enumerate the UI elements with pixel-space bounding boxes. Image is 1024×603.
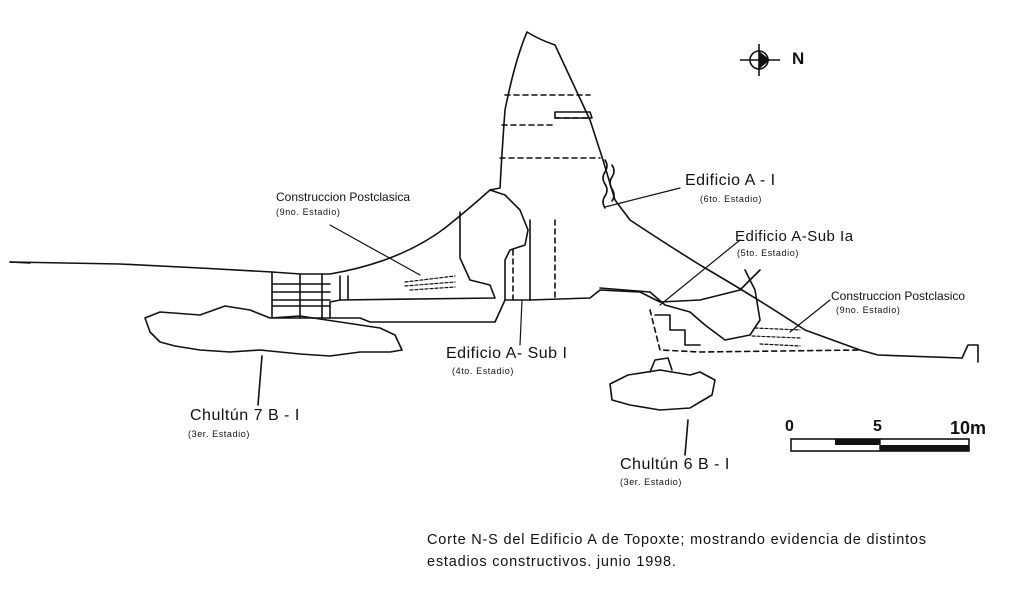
ground-left (9, 261, 31, 264)
stage-edificio-sub1a: (5to. Estadio) (737, 248, 799, 258)
leader-construccion-left (329, 224, 421, 276)
chultun6-neck (649, 357, 673, 373)
label-construccion-left: Construccion Postclasica (276, 190, 411, 204)
stage-chultun6: (3er. Estadio) (620, 477, 682, 487)
wavy-wall (602, 159, 608, 209)
hatch-2 (751, 327, 801, 347)
north-label: N (792, 49, 805, 68)
left-structure (329, 211, 506, 323)
label-edificio-sub1: Edificio A- Sub I (446, 345, 568, 362)
pyramid-interior (489, 189, 761, 303)
stage-construccion-left: (9no. Estadio) (276, 207, 341, 217)
chultun7-shape (144, 305, 403, 357)
label-edificio-a1: Edificio A - I (685, 172, 776, 189)
scale-bar (790, 438, 970, 452)
right-steps (654, 314, 701, 346)
scale-label-5: 5 (873, 418, 882, 435)
pyramid-step (554, 111, 593, 119)
label-construccion-right: Construccion Postclasico (831, 289, 966, 303)
pyramid-dash-2 (501, 117, 591, 126)
scale-label-10: 10m (950, 418, 987, 438)
scale-label-0: 0 (785, 418, 794, 435)
chultun7-pointer (257, 355, 263, 406)
label-chultun6: Chultún 6 B - I (620, 456, 730, 473)
leader-sub1a (659, 239, 741, 306)
right-structure (599, 269, 761, 341)
stage-construccion-right: (9no. Estadio) (836, 305, 901, 315)
hatch-1 (404, 275, 456, 291)
stage-edificio-sub1: (4to. Estadio) (452, 366, 514, 376)
caption-line-2: estadios constructivos. junio 1998. (427, 554, 677, 570)
wavy-wall-2 (609, 164, 615, 202)
stage-chultun7: (3er. Estadio) (188, 429, 250, 439)
ground-profile (9, 31, 979, 363)
stage-edificio-a1: (6to. Estadio) (700, 194, 762, 204)
caption-line-1: Corte N-S del Edificio A de Topoxte; mos… (427, 532, 927, 548)
north-arrow-icon (740, 44, 780, 76)
left-steps-2 (339, 275, 349, 301)
chultun6-pointer (684, 419, 689, 456)
leader-sub1 (519, 299, 523, 346)
leader-edificio-a1 (604, 187, 681, 208)
left-steps (271, 271, 331, 319)
chultun6-shape (609, 369, 716, 411)
leader-construccion-right (789, 299, 831, 333)
right-dashed (649, 309, 861, 353)
label-chultun7: Chultún 7 B - I (190, 407, 300, 424)
label-edificio-sub1a: Edificio A-Sub Ia (735, 228, 854, 245)
